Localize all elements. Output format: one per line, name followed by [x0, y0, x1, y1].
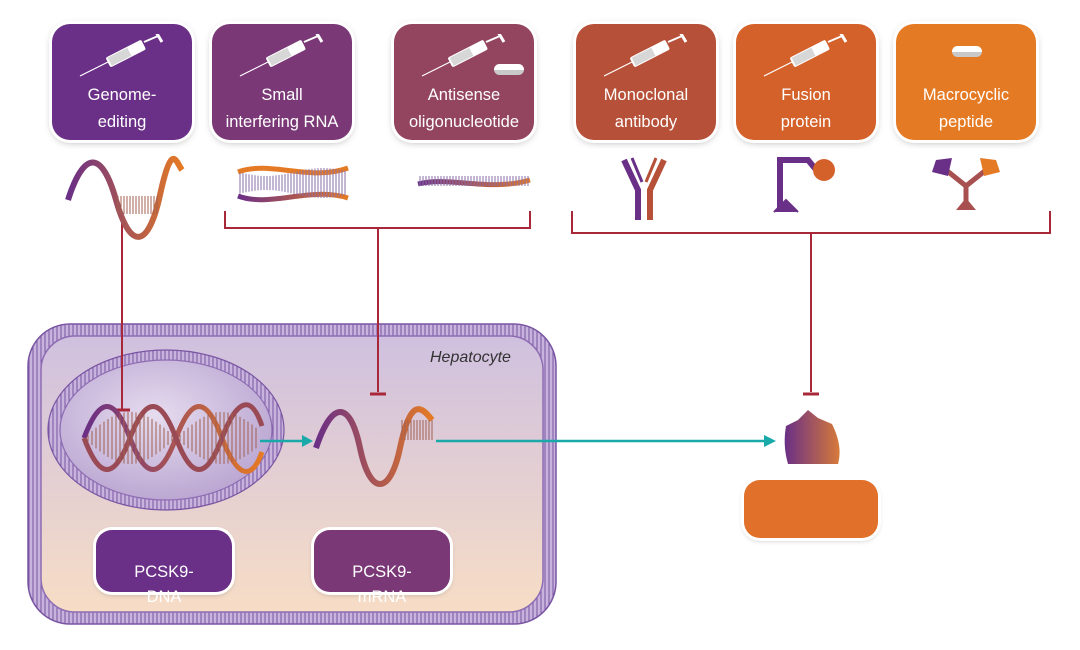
genome-editing-strand-icon — [65, 155, 185, 240]
therapy-card-label: Monoclonal antibody — [603, 86, 689, 131]
macrocyclic-peptide-icon — [932, 158, 1000, 210]
nucleus — [47, 349, 285, 511]
antisense-strand-icon — [417, 176, 531, 188]
pcsk9-protein-label: PCSK9 — [783, 558, 839, 576]
syringe-icon — [79, 34, 164, 77]
syringe-icon — [603, 34, 688, 77]
antibody-icon — [621, 157, 667, 220]
pill-icon — [494, 64, 524, 75]
therapy-card-label: Fusion protein — [780, 86, 832, 131]
protein-therapies-bracket — [571, 211, 1051, 392]
therapy-card-label: Macrocyclic peptide — [922, 86, 1010, 131]
therapy-card-small-interfering-rna: Small interfering RNA — [212, 24, 352, 140]
pcsk9-dna-label: PCSK9- DNA — [134, 563, 194, 606]
therapy-card-monoclonal-antibody: Monoclonal antibody — [576, 24, 716, 140]
syringe-icon — [239, 34, 324, 77]
therapy-card-genome-editing: Genome- editing — [52, 24, 192, 140]
arrow-mrna-to-protein — [436, 435, 776, 447]
therapy-card-label: Antisense oligonucleotide — [408, 86, 520, 131]
therapy-card-label: Small interfering RNA — [225, 86, 339, 131]
sirna-duplex-icon — [237, 165, 349, 203]
dna-double-helix-icon — [81, 402, 265, 474]
pcsk9-protein-box: PCSK9 — [744, 480, 878, 576]
pcsk9-mrna-strand-icon — [313, 406, 435, 487]
therapy-card-antisense-oligonucleotide: Antisense oligonucleotide — [394, 24, 534, 140]
hepatocyte-label: Hepatocyte — [430, 349, 511, 366]
pcsk9-protein-icon — [784, 410, 840, 464]
pcsk9-mrna-label: PCSK9- mRNA — [352, 563, 412, 606]
arrow-dna-to-mrna — [260, 435, 313, 447]
pcsk9-dna-box: PCSK9- DNA — [96, 530, 232, 606]
pill-icon — [952, 46, 982, 57]
pcsk9-mrna-box: PCSK9- mRNA — [314, 530, 450, 606]
therapy-card-macrocyclic-peptide: Macrocyclic peptide — [896, 24, 1036, 140]
therapy-card-label: Genome- editing — [87, 86, 157, 131]
rna-therapies-bracket — [224, 211, 531, 392]
therapy-card-fusion-protein: Fusion protein — [736, 24, 876, 140]
syringe-icon — [421, 34, 506, 77]
syringe-icon — [763, 34, 848, 77]
fusion-protein-icon — [773, 157, 835, 213]
